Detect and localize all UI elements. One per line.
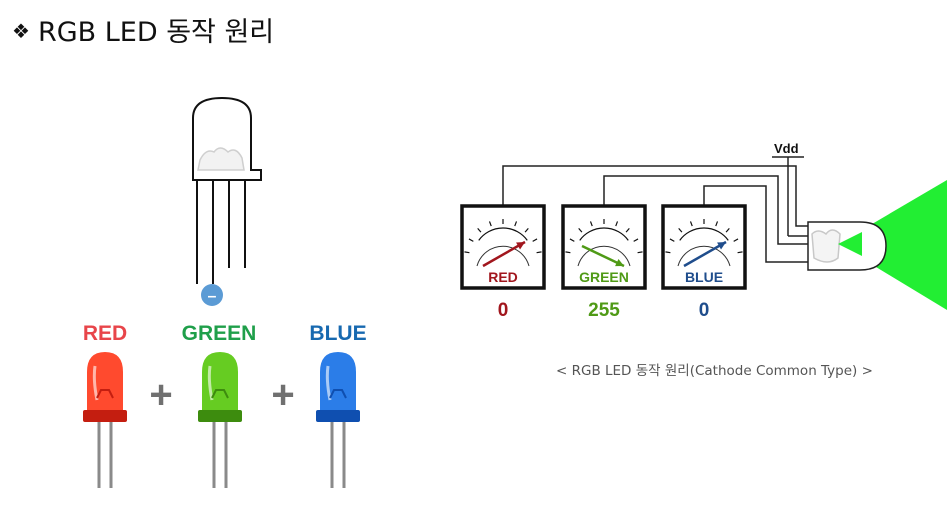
- meter-tick: [737, 251, 743, 254]
- led-highlight: [325, 365, 332, 401]
- cathode-minus-sign: –: [208, 288, 217, 305]
- meter-tick: [468, 238, 474, 242]
- meter-tick: [589, 221, 593, 227]
- led-rim: [83, 410, 127, 422]
- meter-tick: [536, 251, 542, 254]
- meter-tick: [665, 251, 671, 254]
- cathode-pin-marker: [201, 284, 223, 306]
- meter-tick: [524, 227, 529, 233]
- meter-tick: [733, 238, 739, 242]
- page-title: ❖ RGB LED 동작 원리: [12, 10, 274, 49]
- meter-tick: [637, 251, 643, 254]
- meter-value-green: 255: [588, 300, 620, 321]
- meter-tick: [565, 251, 571, 254]
- meter-tick: [725, 227, 730, 233]
- meter-tick: [625, 227, 630, 233]
- led-highlight: [92, 365, 99, 401]
- green-wire: [603, 175, 808, 245]
- meter-needle: [482, 240, 526, 268]
- meter-value-red: 0: [497, 300, 509, 321]
- circuit-led-die: [811, 229, 841, 263]
- title-text: RGB LED 동작 원리: [37, 17, 275, 48]
- meter-tick: [633, 238, 639, 242]
- meter-label: RED: [488, 269, 518, 285]
- meter-arc: [476, 245, 530, 267]
- meter-dial: [579, 227, 629, 241]
- meter-tick: [615, 221, 619, 227]
- meter-label: BLUE: [685, 269, 723, 285]
- plus-icon: +: [271, 373, 294, 417]
- meter-tick: [514, 221, 518, 227]
- meter-label: GREEN: [579, 269, 629, 285]
- meter-arc: [577, 245, 631, 267]
- meter-tick: [477, 227, 482, 233]
- led-red: [83, 352, 127, 488]
- led-die: [197, 147, 245, 171]
- led-label-green: GREEN: [181, 322, 257, 345]
- led-outline: [192, 96, 262, 181]
- led-blue: [316, 352, 360, 488]
- circuit-wires: [502, 156, 808, 263]
- meter-tick: [532, 238, 538, 242]
- meter-red: RED: [460, 204, 546, 290]
- meter-tick: [488, 221, 492, 227]
- led-rim: [316, 410, 360, 422]
- meter-dial: [478, 227, 528, 241]
- meter-needle-head: [516, 242, 525, 250]
- led-label-blue: BLUE: [309, 322, 367, 345]
- meter-arc: [677, 245, 731, 267]
- led-die: [96, 389, 114, 399]
- meter-tick: [464, 251, 470, 254]
- meter-green: GREEN: [561, 204, 647, 290]
- meters: RED GREEN BLUE: [460, 204, 747, 290]
- red-wire: [502, 165, 808, 227]
- meter-tick: [669, 238, 675, 242]
- meter-tick: [678, 227, 683, 233]
- light-glow: [838, 232, 862, 256]
- rgb-led-schematic: [192, 96, 262, 284]
- figure-caption: < RGB LED 동작 원리(Cathode Common Type) >: [556, 363, 873, 379]
- led-green: [198, 352, 242, 488]
- meter-dial: [679, 227, 729, 241]
- plus-icon: +: [149, 373, 172, 417]
- meter-tick: [689, 221, 693, 227]
- meter-needle-head: [717, 242, 726, 250]
- meter-tick: [578, 227, 583, 233]
- bullet-icon: ❖: [12, 19, 30, 43]
- led-label-red: RED: [82, 322, 128, 345]
- meter-tick: [569, 238, 575, 242]
- meter-needle-head: [615, 258, 624, 267]
- circuit-led: [807, 221, 887, 271]
- meter-blue: BLUE: [661, 204, 747, 290]
- led-die: [211, 389, 229, 399]
- meter-value-blue: 0: [698, 300, 710, 321]
- vdd-label: Vdd: [774, 141, 799, 156]
- led-photos: [83, 352, 360, 488]
- led-die: [329, 389, 347, 399]
- blue-wire: [703, 185, 808, 263]
- light-beam: [838, 180, 947, 310]
- meter-needle: [683, 240, 727, 268]
- meter-tick: [715, 221, 719, 227]
- led-highlight: [207, 365, 214, 401]
- led-rim: [198, 410, 242, 422]
